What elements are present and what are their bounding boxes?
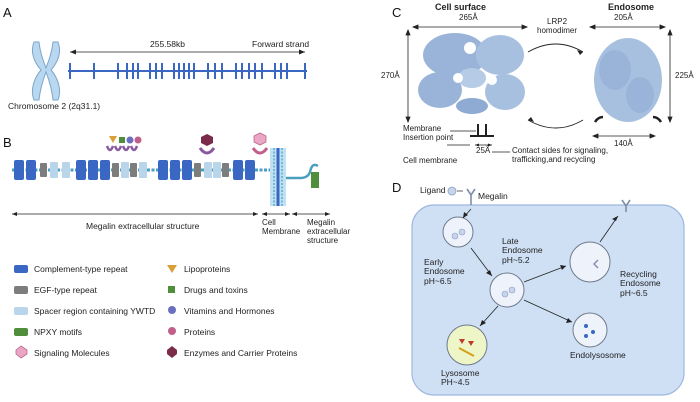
legend-lipoproteins: Lipoproteins <box>184 264 231 274</box>
surface-width: 265Å <box>459 13 478 22</box>
endosome-bottom-width: 140Å <box>614 139 633 148</box>
lysosome <box>446 324 488 366</box>
panel-label-d: D <box>392 180 402 195</box>
megalin-label: Megalin <box>478 191 508 201</box>
legend-spacer: Spacer region containing YWTD <box>34 306 156 316</box>
spacer-regions <box>50 162 221 178</box>
legend-signaling: Signaling Molecules <box>34 348 110 358</box>
npxy-motif <box>311 172 319 188</box>
megalin-receptor-icon <box>466 188 476 205</box>
egf-repeats <box>40 163 229 177</box>
late-endosome-label: Late Endosome pH~5.2 <box>502 236 543 265</box>
endolysosome <box>572 312 608 348</box>
recycling-endosome <box>569 241 611 283</box>
insertion-point <box>447 124 510 153</box>
cell-surface-density-map <box>418 33 525 114</box>
endosome-title: Endosome <box>608 2 655 12</box>
strand-label: Forward strand <box>252 39 310 49</box>
legend-drugs: Drugs and toxins <box>184 285 248 295</box>
panel-label-b: B <box>3 135 12 150</box>
early-endosome <box>442 216 474 248</box>
contact-label: Contact sides for signaling, trafficking… <box>512 146 609 164</box>
endosome-width: 205Å <box>614 13 633 22</box>
dimer-label: LRP2 homodimer <box>537 17 578 35</box>
legend-npxy: NPXY motifs <box>34 327 83 337</box>
extracellular-label: Megalin extracellular structure <box>86 221 200 231</box>
cell-surface-title: Cell surface <box>435 2 487 12</box>
legend-egf: EGF-type repeat <box>34 285 97 295</box>
cytoplasmic-tail <box>286 163 319 180</box>
chromosome-label: Chromosome 2 (2q31.1) <box>8 101 101 111</box>
gene-length: 255.58kb <box>150 39 185 49</box>
surface-height: 270Å <box>381 71 400 80</box>
recycled-receptor-icon <box>621 199 631 212</box>
panel-label-c: C <box>392 5 402 20</box>
ligand-label: Ligand <box>420 185 446 195</box>
legend-enzymes: Enzymes and Carrier Proteins <box>184 348 298 358</box>
gene-track <box>68 63 307 79</box>
to-surface-arrow <box>527 119 584 129</box>
endosome-density-map <box>593 38 663 123</box>
recycling-endosome-label: Recycling Endosome pH~6.5 <box>620 269 661 298</box>
complement-repeats <box>14 160 255 180</box>
legend-proteins: Proteins <box>184 327 216 337</box>
endolysosome-label: Endolysosome <box>570 350 626 360</box>
legend-swatches <box>14 265 177 359</box>
insertion-label: Membrane Insertion point <box>403 124 454 142</box>
endosome-height: 225Å <box>675 71 694 80</box>
chromosome-icon <box>31 41 61 101</box>
late-endosome <box>489 272 525 308</box>
gap-label: 25Å <box>476 146 491 155</box>
width-arrows <box>411 24 667 30</box>
cell-membrane-label: Cell membrane <box>403 156 458 165</box>
legend-complement: Complement-type repeat <box>34 264 128 274</box>
membrane-label: Cell Membrane <box>262 218 301 236</box>
legend-vitamins: Vitamins and Hormones <box>184 306 275 316</box>
lysosome-label: Lysosome PH~4.5 <box>441 368 480 388</box>
ligand-icon <box>447 186 457 196</box>
to-endosome-arrow <box>527 43 584 53</box>
bound-ligands <box>105 132 269 155</box>
intracellular-label: Megalin extracellular structure <box>307 218 351 245</box>
early-endosome-label: Early Endosome pH~6.5 <box>424 257 465 286</box>
length-arrow <box>70 49 305 55</box>
height-arrows <box>405 28 673 139</box>
panel-label-a: A <box>3 5 12 20</box>
cell-membrane-band <box>270 148 286 206</box>
